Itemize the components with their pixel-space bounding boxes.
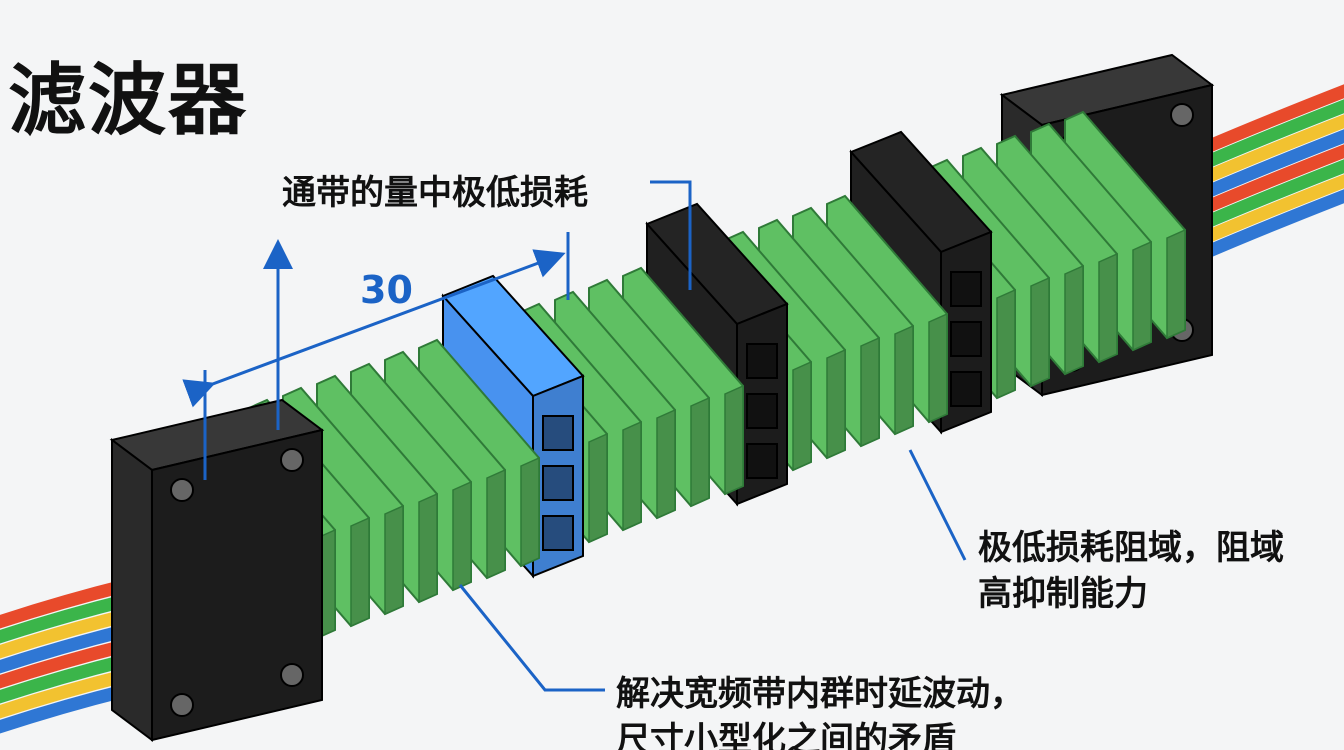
- group-delay-caption-line1: 解决宽频带内群时延波动，: [616, 674, 1024, 714]
- green-fin-edge: [588, 432, 608, 544]
- green-fin-edge: [622, 420, 642, 532]
- green-fin-edge: [724, 384, 744, 496]
- stopband-caption-line1: 极低损耗阻域，阻域: [978, 528, 1284, 568]
- bolt-hole: [170, 693, 194, 717]
- blue-block-window: [542, 465, 574, 501]
- green-fin-edge: [1166, 228, 1186, 340]
- blue-block-window: [542, 515, 574, 551]
- green-fin-edge: [384, 504, 404, 616]
- green-fin-edge: [826, 348, 846, 460]
- bolt-hole: [280, 663, 304, 687]
- green-fin-edge: [996, 288, 1016, 400]
- callout-lines: [182, 180, 967, 692]
- black-block-window: [746, 393, 778, 429]
- green-fin-edge: [860, 336, 880, 448]
- left-flange-side: [111, 438, 153, 742]
- green-fin-edge: [452, 480, 472, 592]
- green-fin-edge: [690, 396, 710, 508]
- left-flange-face: [151, 428, 323, 742]
- black-block-window: [950, 371, 982, 407]
- wire: [1193, 159, 1344, 232]
- wire: [1193, 114, 1344, 187]
- black-block-window: [950, 321, 982, 357]
- stopband-caption-line2: 高抑制能力: [978, 574, 1148, 614]
- wire: [1193, 129, 1344, 202]
- black-block-window: [746, 343, 778, 379]
- black-block-window: [950, 271, 982, 307]
- green-fin-edge: [1030, 276, 1050, 388]
- horizontal-dimension-arrow: [182, 249, 566, 408]
- diagram-title: 滤波器: [8, 56, 249, 146]
- group-delay-caption-line2: 尺寸小型化之间的矛盾: [616, 720, 956, 750]
- green-fin-edge: [928, 312, 948, 424]
- wire: [1193, 189, 1344, 262]
- wire: [1193, 144, 1344, 217]
- dimension-label: 30: [360, 268, 413, 312]
- right-cable-bundle: [1193, 84, 1344, 262]
- green-fin-edge: [486, 468, 506, 580]
- bolt-hole: [1170, 103, 1194, 127]
- green-fin-edge: [792, 360, 812, 472]
- blue-block-window: [542, 415, 574, 451]
- green-fin-edge: [656, 408, 676, 520]
- left-end-flange: [109, 398, 325, 742]
- green-fin-edge: [1132, 240, 1152, 352]
- green-fin-edge: [1064, 264, 1084, 376]
- bolt-hole: [280, 448, 304, 472]
- green-fin-edge: [520, 456, 540, 568]
- green-fin-edge: [1098, 252, 1118, 364]
- wire: [1193, 99, 1344, 172]
- green-fin-edge: [350, 516, 370, 628]
- green-fin-edge: [894, 324, 914, 436]
- stopband-leader: [908, 449, 967, 561]
- passband-leader: [650, 180, 692, 290]
- wire: [1193, 84, 1344, 157]
- wire: [1193, 174, 1344, 247]
- group-delay-leader: [458, 584, 605, 692]
- green-fin-edge: [418, 492, 438, 604]
- passband-caption: 通带的量中极低损耗: [282, 173, 588, 213]
- bolt-hole: [170, 478, 194, 502]
- black-block-window: [746, 443, 778, 479]
